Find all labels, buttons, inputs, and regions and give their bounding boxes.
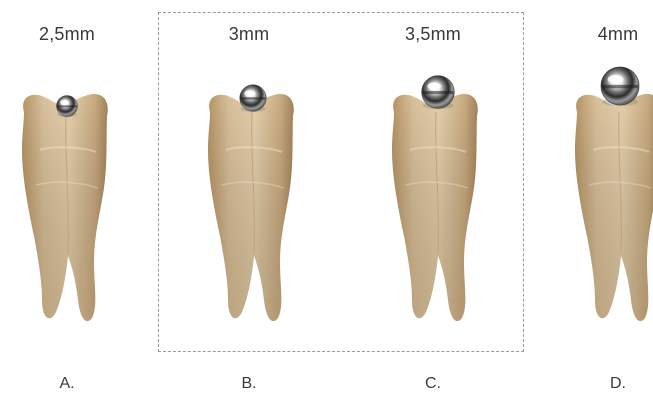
tooth-image-d xyxy=(563,0,653,340)
steel-ball-d xyxy=(601,67,639,106)
panel-letter-a: A. xyxy=(12,375,122,393)
panel-letter-d: D. xyxy=(563,375,653,393)
steel-ball-a xyxy=(56,95,77,117)
specimen-c xyxy=(380,0,490,340)
panel-letter-b: B. xyxy=(194,375,304,393)
tooth-image-c xyxy=(380,0,490,340)
panel-letter-c: C. xyxy=(378,375,488,393)
specimen-b xyxy=(196,0,306,340)
steel-ball-b xyxy=(240,85,267,112)
specimen-a xyxy=(10,0,120,340)
tooth-image-b xyxy=(196,0,306,340)
steel-ball-c xyxy=(422,76,455,110)
tooth-image-a xyxy=(10,0,120,340)
specimen-d xyxy=(563,0,653,340)
